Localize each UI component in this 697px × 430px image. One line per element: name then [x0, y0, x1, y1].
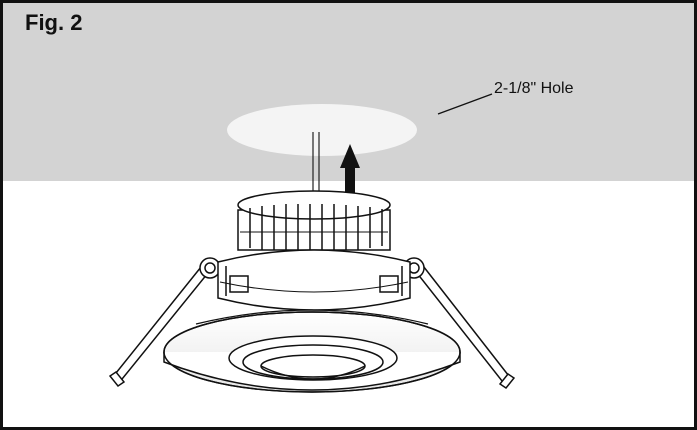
gimbal-lens: [228, 335, 398, 381]
hole-size-callout: 2-1/8" Hole: [494, 80, 574, 97]
callout-leader-line: [437, 93, 493, 115]
figure-label: Fig. 2: [25, 10, 83, 35]
ceiling-hole: [227, 104, 417, 156]
fixture-housing: [217, 249, 411, 311]
up-arrow-icon: [340, 144, 360, 194]
heat-sink: [237, 190, 391, 251]
